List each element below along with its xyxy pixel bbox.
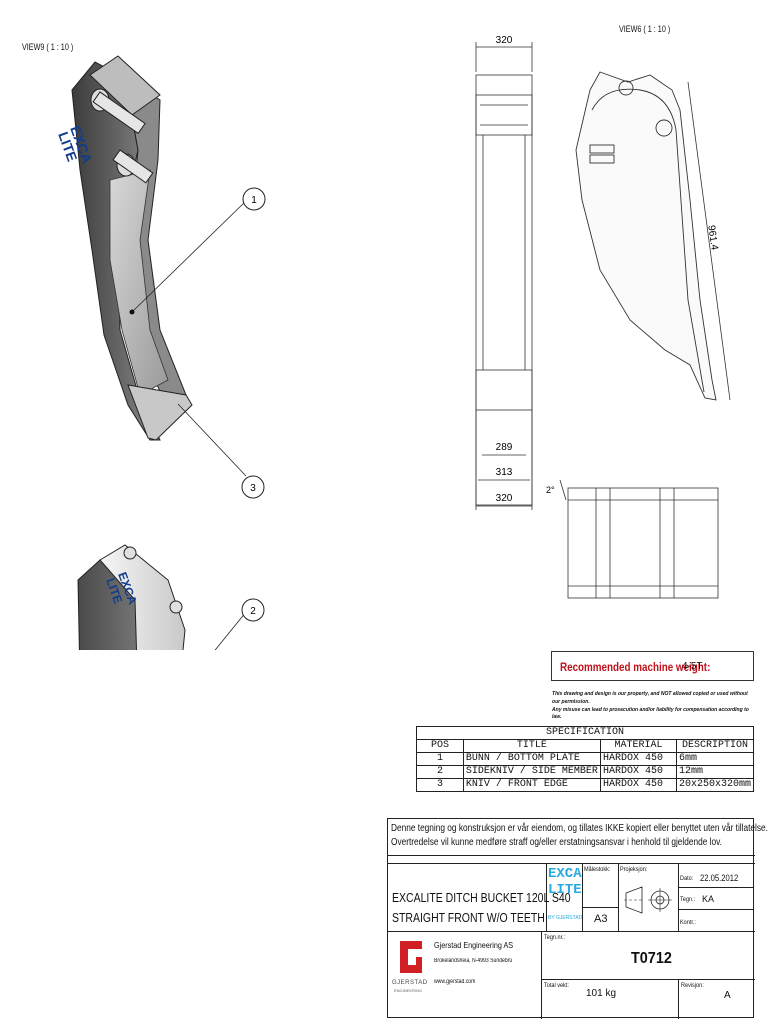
dim-313: 313	[496, 467, 513, 478]
cell-title: KNIV / FRONT EDGE	[462, 778, 601, 792]
gjerstad-logo-sub: ENGINEERING	[394, 988, 423, 993]
notice-line1: Denne tegning og konstruksjon er vår eie…	[391, 823, 768, 834]
table-row: 2 SIDEKNIV / SIDE MEMBER HARDOX 450 12mm	[416, 765, 755, 779]
drawing-views: EXCA LITE 1 3 320	[55, 35, 731, 650]
weight-value: 4-5T	[682, 661, 703, 672]
drawn-value: KA	[702, 894, 715, 904]
bucket-isometric-bottom: 2	[77, 544, 265, 650]
drawing-no-label: Tegn.nr.:	[544, 934, 566, 941]
spec-col-title: TITLE	[462, 739, 601, 753]
front-view-bottom-dims	[475, 410, 533, 510]
property-note-line1: This drawing and design is our property,…	[552, 691, 748, 705]
view9-label: VIEW9 ( 1 : 10 )	[22, 42, 74, 52]
side-view	[575, 71, 731, 401]
balloon-1: 1	[251, 195, 257, 206]
cell-description: 6mm	[675, 752, 755, 766]
projection-label: Projeksjon:	[620, 866, 648, 873]
drawing-number: T0712	[631, 950, 672, 967]
cell-material: HARDOX 450	[599, 765, 677, 779]
company-name: Gjerstad Engineering AS	[434, 940, 514, 950]
dim-961: 961.4	[705, 224, 719, 251]
cell-description: 20x250x320mm	[675, 778, 755, 792]
cell-title: SIDEKNIV / SIDE MEMBER	[462, 765, 601, 779]
spec-col-material: MATERIAL	[599, 739, 677, 753]
specification-table: SPECIFICATION POS TITLE MATERIAL DESCRIP…	[416, 726, 755, 792]
projection-icon	[624, 886, 672, 914]
spec-col-description: DESCRIPTION	[675, 739, 755, 753]
check-label: Kontr.:	[680, 919, 696, 926]
property-note-line2: Any misuse can lead to prosecution and/o…	[552, 706, 749, 721]
spec-heading: SPECIFICATION	[416, 726, 754, 740]
cell-material: HARDOX 450	[599, 778, 677, 792]
notice-line2: Overtredelse vil kunne medføre straff og…	[391, 837, 722, 848]
excalite-logo-line1: EXCA	[548, 866, 582, 882]
gjerstad-logo-text: GJERSTAD	[392, 980, 428, 986]
drawing-title-line2: STRAIGHT FRONT W/O TEETH	[392, 911, 545, 925]
cell-pos: 2	[416, 765, 464, 779]
table-row: 1 BUNN / BOTTOM PLATE HARDOX 450 6mm	[416, 752, 755, 766]
excalite-logo-line2: LITE	[548, 882, 582, 898]
bucket-isometric-top: EXCA LITE 1 3	[55, 55, 266, 499]
cell-pos: 3	[416, 778, 464, 792]
front-view	[475, 42, 533, 506]
paper-size: A3	[594, 913, 608, 925]
date-value: 22.05.2012	[700, 873, 739, 883]
revision-label: Revisjon:	[681, 982, 704, 989]
view6-label: VIEW6 ( 1 : 10 )	[619, 24, 671, 34]
drawn-label: Tegn.:	[680, 896, 696, 903]
dim-angle: 2°	[546, 485, 555, 495]
weight-box: Recommended machine weight: 4-5T	[551, 651, 754, 681]
cell-title: BUNN / BOTTOM PLATE	[462, 752, 601, 766]
company-web: www.gjerstad.com	[434, 979, 476, 985]
balloon-2: 2	[250, 606, 256, 617]
excalite-logo-sub: BY GJERSTAD	[548, 915, 583, 921]
cell-description: 12mm	[675, 765, 755, 779]
bucket-logo: EXCA LITE	[103, 570, 140, 606]
bottom-view	[559, 479, 719, 599]
total-weight: 101 kg	[586, 988, 617, 999]
date-label: Dato:	[680, 875, 694, 882]
dim-320: 320	[496, 493, 513, 504]
dim-top-320: 320	[496, 35, 513, 46]
gjerstad-logo-icon	[400, 941, 422, 973]
drawing-title-line1: EXCALITE DITCH BUCKET 120L S40	[392, 891, 571, 905]
spec-col-pos: POS	[416, 739, 464, 753]
balloon-3: 3	[250, 483, 256, 494]
revision: A	[724, 990, 731, 1001]
total-weight-label: Total vekt:	[544, 982, 569, 989]
property-note: This drawing and design is our property,…	[552, 691, 756, 722]
scale-label: Målestokk:	[584, 866, 611, 873]
company-address: Brokelandsheia, N-4993 Sundebru	[434, 958, 513, 964]
table-row: 3 KNIV / FRONT EDGE HARDOX 450 20x250x32…	[416, 778, 755, 792]
cell-pos: 1	[416, 752, 464, 766]
weight-label: Recommended machine weight:	[560, 660, 711, 674]
title-block: Denne tegning og konstruksjon er vår eie…	[387, 818, 768, 1019]
cell-material: HARDOX 450	[599, 752, 677, 766]
dim-289: 289	[496, 442, 513, 453]
